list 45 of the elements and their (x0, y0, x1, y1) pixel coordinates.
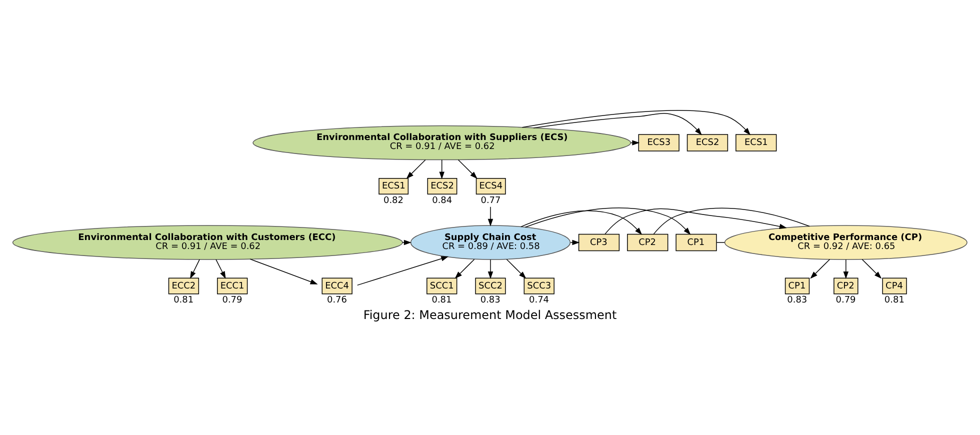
arrow (810, 258, 830, 278)
node-label: 0.76 (326, 295, 347, 306)
node-box: ECS1 (736, 134, 777, 151)
node-ellipse: Competitive Performance (CP) CR = 0.92 / AVE: 0.65 (724, 224, 968, 260)
arrow (439, 159, 444, 179)
node-label: 0.81 (884, 295, 904, 306)
node-box: ECS3 (638, 134, 680, 151)
node-ellipse: Environmental Collaboration with Customers (ECC) CR = 0.91 / AVE = 0.62 (12, 224, 403, 260)
node-ellipse: Supply Chain Cost CR = 0.89 / AVE: 0.58 (410, 224, 571, 260)
arrow (488, 206, 494, 226)
node-ellipse: Environmental Collaboration with Suppliers (ECS) CR = 0.91 / AVE = 0.62 (252, 124, 632, 160)
node-label: 0.82 (383, 195, 404, 206)
arrow (356, 256, 449, 286)
arrow (524, 207, 691, 234)
caption: Figure 2: Measurement Model Assessment (363, 308, 617, 322)
arrow (216, 258, 226, 278)
arrow (402, 239, 412, 245)
arrow (458, 159, 478, 178)
arrow (454, 258, 475, 278)
node-box: CP2 (627, 233, 668, 251)
node-label: 0.83 (480, 295, 500, 306)
arrow (250, 258, 318, 284)
node-label: 0.81 (432, 295, 452, 306)
arrow (520, 210, 642, 234)
node-label: 0.83 (787, 295, 808, 306)
node-box: ECS2 (686, 134, 728, 151)
arrow (843, 258, 849, 278)
node-label: 0.79 (836, 295, 856, 306)
node-label: 0.84 (432, 195, 452, 206)
arrow (488, 258, 494, 278)
node-label: 0.81 (174, 295, 194, 306)
arrow (506, 258, 526, 278)
node-box: CP1 (676, 233, 717, 251)
arrow (522, 110, 751, 135)
node-label: 0.77 (480, 195, 501, 206)
connector (653, 207, 810, 234)
arrow (570, 239, 580, 245)
arrow (406, 159, 426, 178)
arrow (862, 258, 882, 278)
node-label: 0.74 (529, 295, 550, 306)
arrow (604, 208, 787, 234)
node-box: CP3 (578, 233, 620, 251)
arrow (190, 258, 200, 278)
arrow (533, 112, 702, 135)
node-label: 0.79 (222, 295, 242, 306)
